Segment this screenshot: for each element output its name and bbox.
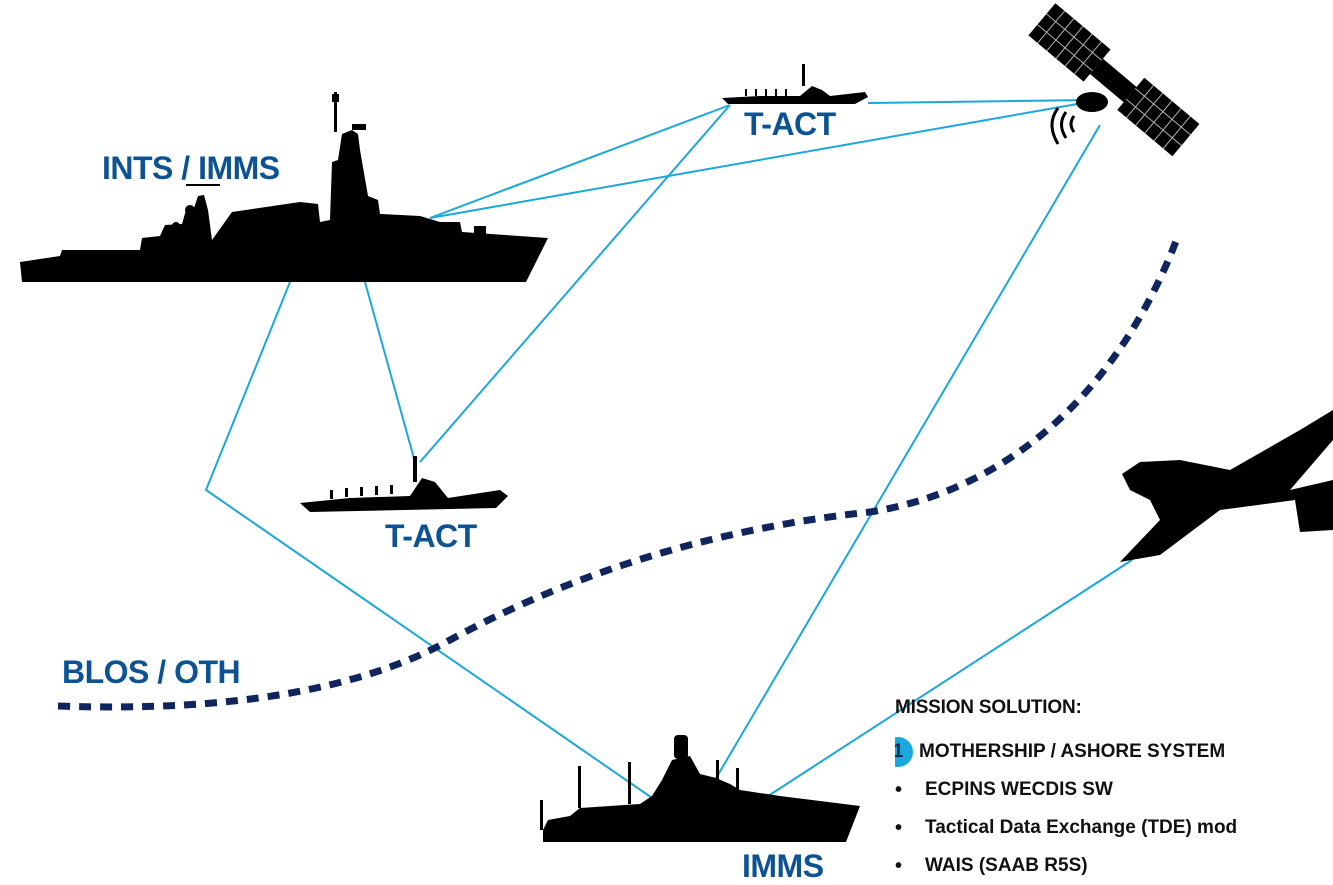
bullet-text: Tactical Data Exchange (TDE) mod: [925, 817, 1238, 838]
ints-imms-label: INTS / IMMS: [102, 150, 280, 186]
blos-dashed-line: [57, 234, 1182, 711]
drone-icon: [1120, 410, 1333, 562]
link-frigate-satellite: [429, 99, 1101, 219]
comm-links: [204, 99, 1133, 801]
bullet-text: ECPINS WECDIS SW: [925, 779, 1113, 800]
mission-title: MOTHERSHIP / ASHORE SYSTEM: [919, 741, 1226, 762]
list-item: • WAIS (SAAB R5S): [895, 847, 1333, 881]
frigate-icon: [20, 92, 548, 282]
bullet-icon: •: [895, 816, 903, 839]
link-tact-top-tact-mid: [419, 104, 731, 463]
tact-mid-label: T-ACT: [385, 518, 477, 554]
list-item: • Tactical Data Exchange (TDE) mod: [895, 809, 1333, 847]
bullet-text: WAIS (SAAB R5S): [925, 855, 1088, 876]
bullet-icon: •: [895, 854, 903, 877]
list-item: • ECPINS WECDIS SW: [895, 771, 1333, 809]
imms-vessel-icon: [540, 735, 860, 842]
bullet-icon: •: [895, 778, 903, 801]
step-number-badge: 1: [895, 737, 913, 767]
imms-label: IMMS: [742, 848, 824, 884]
link-frigate-tact-mid: [364, 281, 416, 463]
mission-solution-panel: MISSION SOLUTION: 1 MOTHERSHIP / ASHORE …: [895, 697, 1333, 881]
mission-title-line: 1 MOTHERSHIP / ASHORE SYSTEM: [895, 733, 1333, 771]
link-frigate-imms: [204, 281, 656, 801]
tact-top-label: T-ACT: [744, 106, 836, 142]
link-drone-imms: [764, 559, 1133, 799]
blos-oth-label: BLOS / OTH: [62, 654, 241, 690]
satellite-icon: [1028, 3, 1200, 157]
link-tact-top-satellite: [867, 99, 1091, 104]
mission-heading: MISSION SOLUTION:: [895, 697, 1082, 718]
link-satellite-imms: [714, 124, 1101, 781]
link-frigate-tact-top: [429, 104, 731, 219]
boat-icon: [300, 456, 508, 512]
boat-icon: [722, 64, 868, 104]
